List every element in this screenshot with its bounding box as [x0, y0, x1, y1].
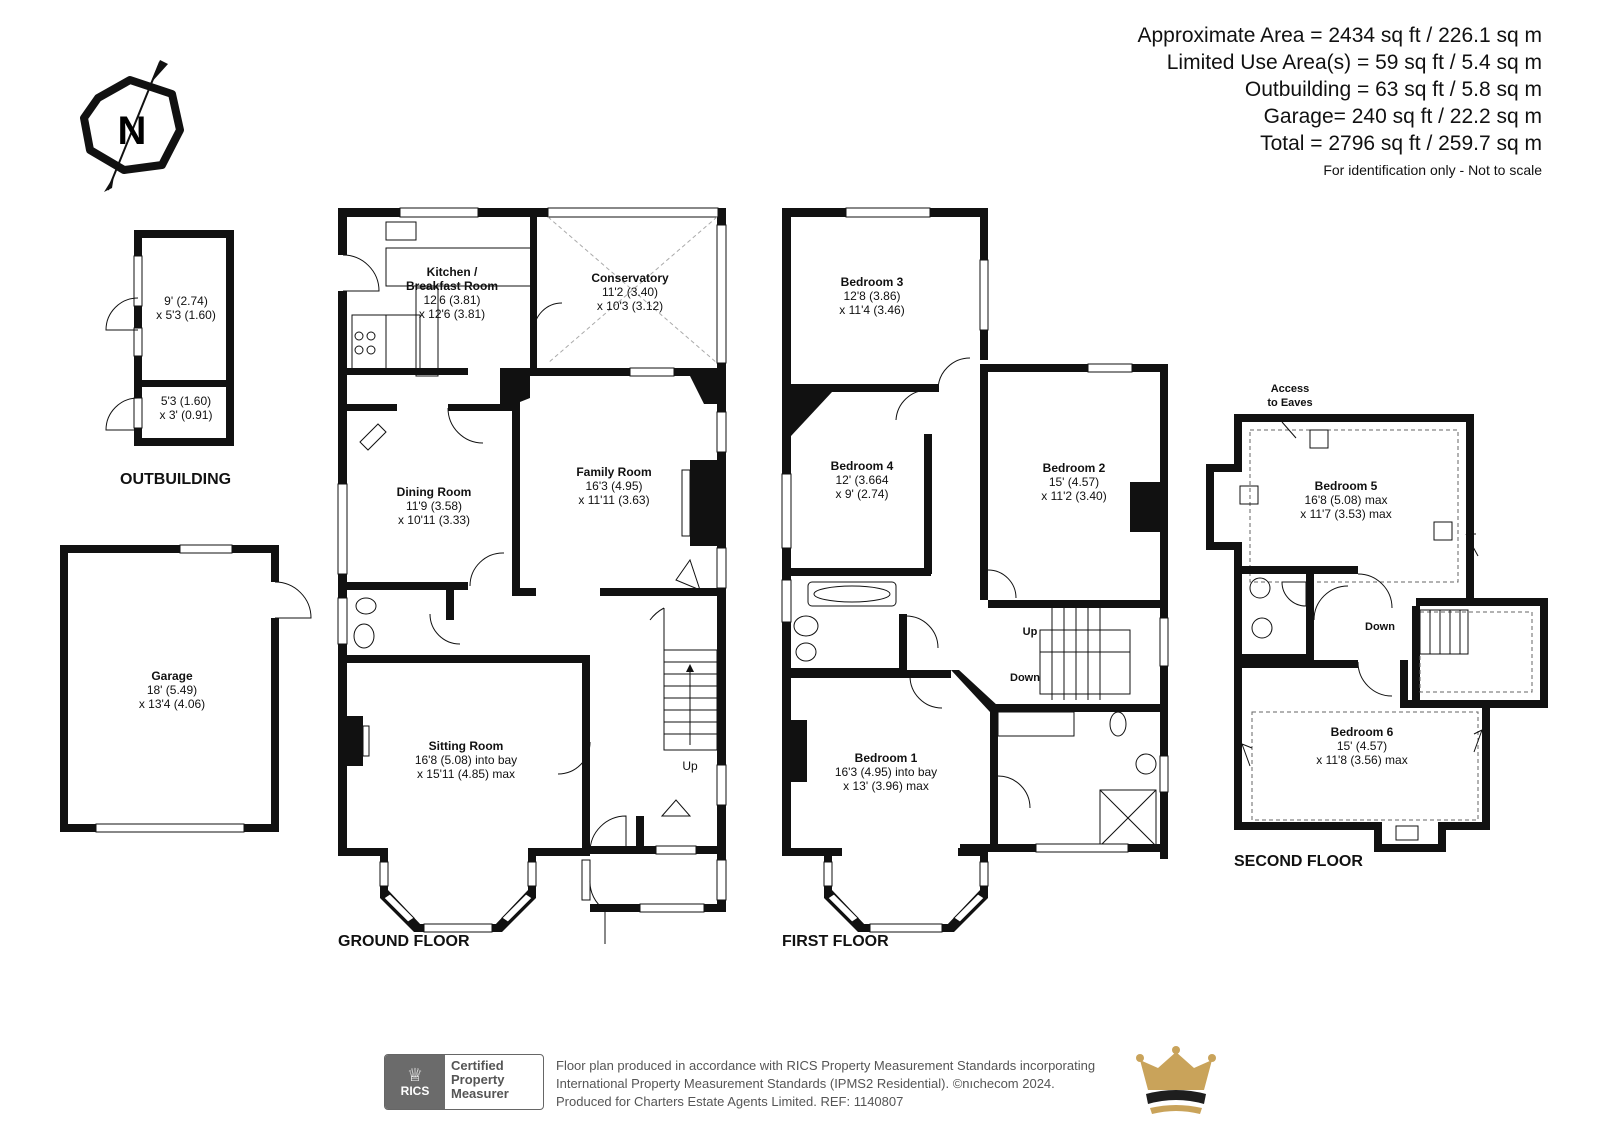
- bedroom1-name: Bedroom 1: [855, 751, 918, 765]
- bedroom6-dim-1: 15' (4.57): [1337, 739, 1387, 753]
- conservatory-dim-1: 11'2 (3.40): [602, 285, 658, 299]
- north-compass-icon: N: [80, 60, 184, 192]
- dining-name: Dining Room: [397, 485, 472, 499]
- sitting-dim-1: 16'8 (5.08) into bay: [415, 753, 517, 767]
- first-floor-plan: [781, 207, 1169, 933]
- garage-dim-1: 18' (5.49): [147, 683, 197, 697]
- family-name: Family Room: [576, 465, 651, 479]
- outbuilding-1-dim-2: x 5'3 (1.60): [156, 308, 216, 322]
- area-limited-use: Limited Use Area(s) = 59 sq ft / 5.4 sq …: [1166, 51, 1542, 74]
- first-stairs-up: Up: [1023, 626, 1038, 638]
- disclaimer: For identification only - Not to scale: [1323, 162, 1542, 178]
- bedroom5-dim-2: x 11'7 (3.53) max: [1300, 507, 1391, 521]
- rics-text-2: Property: [451, 1072, 505, 1087]
- rics-logo: ♕ RICS: [385, 1055, 445, 1109]
- footer-line-2: International Property Measurement Stand…: [556, 1076, 1055, 1091]
- footer-line-3: Produced for Charters Estate Agents Limi…: [556, 1094, 904, 1109]
- sitting-dim-2: x 15'11 (4.85) max: [417, 767, 515, 781]
- bedroom3-dim-2: x 11'4 (3.46): [839, 303, 904, 317]
- rics-badge: ♕ RICS Certified Property Measurer: [384, 1054, 544, 1110]
- kitchen-name-1: Kitchen /: [427, 265, 478, 279]
- floor-label-first: FIRST FLOOR: [782, 933, 889, 950]
- conservatory-name: Conservatory: [591, 271, 669, 285]
- rics-certification: Certified Property Measurer: [445, 1055, 515, 1109]
- outbuilding-2-dim-1: 5'3 (1.60): [161, 394, 211, 408]
- area-outbuilding: Outbuilding = 63 sq ft / 5.8 sq m: [1244, 78, 1542, 101]
- floor-label-second: SECOND FLOOR: [1234, 853, 1363, 870]
- bedroom1-dim-2: x 13' (3.96) max: [843, 779, 929, 793]
- garage-plan: [60, 544, 312, 833]
- floor-label-ground: GROUND FLOOR: [338, 933, 470, 950]
- bedroom4-dim-2: x 9' (2.74): [836, 487, 889, 501]
- bedroom3-dim-1: 12'8 (3.86): [844, 289, 901, 303]
- eaves-label-2: to Eaves: [1267, 397, 1312, 409]
- family-dim-2: x 11'11 (3.63): [578, 493, 649, 507]
- area-garage: Garage= 240 sq ft / 22.2 sq m: [1263, 105, 1542, 128]
- footer-notes: Floor plan produced in accordance with R…: [556, 1057, 1095, 1111]
- bedroom3-name: Bedroom 3: [841, 275, 904, 289]
- conservatory-dim-2: x 10'3 (3.12): [597, 299, 663, 313]
- bedroom1-dim-1: 16'3 (4.95) into bay: [835, 765, 937, 779]
- bedroom5-name: Bedroom 5: [1315, 479, 1378, 493]
- second-stairs-down: Down: [1365, 621, 1395, 633]
- outbuilding-plan: [105, 230, 234, 446]
- sitting-name: Sitting Room: [429, 739, 504, 753]
- rics-crest-icon: ♕: [406, 1065, 424, 1085]
- bedroom6-dim-2: x 11'8 (3.56) max: [1316, 753, 1407, 767]
- eaves-label-1: Access: [1271, 383, 1310, 395]
- bedroom2-dim-1: 15' (4.57): [1049, 475, 1099, 489]
- bedroom5-dim-1: 16'8 (5.08) max: [1305, 493, 1388, 507]
- dining-dim-1: 11'9 (3.58): [406, 499, 462, 513]
- kitchen-dim-1: 12'6 (3.81): [424, 293, 481, 307]
- garage-name: Garage: [151, 669, 193, 683]
- dining-dim-2: x 10'11 (3.33): [398, 513, 470, 527]
- crown-logo-icon: [1136, 1046, 1216, 1114]
- kitchen-name-2: Breakfast Room: [406, 279, 498, 293]
- area-approximate: Approximate Area = 2434 sq ft / 226.1 sq…: [1137, 24, 1543, 47]
- kitchen-dim-2: x 12'6 (3.81): [419, 307, 485, 321]
- garage-dim-2: x 13'4 (4.06): [139, 697, 205, 711]
- rics-text-3: Measurer: [451, 1086, 509, 1101]
- bedroom6-name: Bedroom 6: [1331, 725, 1394, 739]
- ground-stairs-up: Up: [682, 759, 698, 773]
- compass-letter: N: [118, 109, 147, 153]
- family-dim-1: 16'3 (4.95): [586, 479, 643, 493]
- first-stairs-down: Down: [1010, 672, 1040, 684]
- bedroom4-dim-1: 12' (3.664: [836, 473, 889, 487]
- rics-text-1: Certified: [451, 1058, 504, 1073]
- second-floor-plan: [1206, 414, 1548, 852]
- bedroom4-name: Bedroom 4: [831, 459, 894, 473]
- rics-logo-text: RICS: [400, 1084, 430, 1098]
- bedroom2-dim-2: x 11'2 (3.40): [1041, 489, 1106, 503]
- footer-line-1: Floor plan produced in accordance with R…: [556, 1058, 1096, 1073]
- bedroom2-name: Bedroom 2: [1043, 461, 1106, 475]
- outbuilding-1-dim-1: 9' (2.74): [164, 294, 208, 308]
- floor-label-outbuilding: OUTBUILDING: [120, 471, 231, 488]
- outbuilding-2-dim-2: x 3' (0.91): [160, 408, 213, 422]
- area-total: Total = 2796 sq ft / 259.7 sq m: [1260, 132, 1542, 155]
- area-summary: Approximate Area = 2434 sq ft / 226.1 sq…: [1138, 22, 1543, 178]
- ground-floor-plan: [337, 207, 727, 944]
